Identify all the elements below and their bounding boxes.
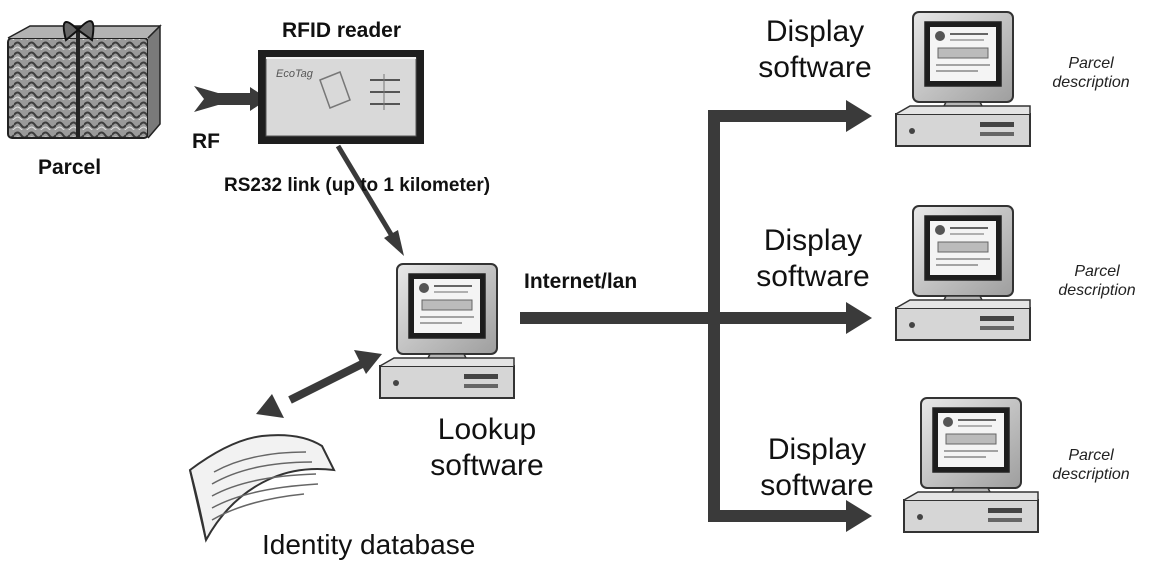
database-link-arrow xyxy=(256,350,382,418)
parcel-description-line2: description xyxy=(1058,282,1136,299)
rf-arrow xyxy=(194,86,268,112)
lookup-computer-icon xyxy=(379,263,515,399)
rf-label: RF xyxy=(192,130,220,153)
internet-lan-label: Internet/lan xyxy=(524,270,638,293)
parcel-icon xyxy=(7,20,162,139)
lookup-software-line1: Lookup xyxy=(437,413,537,446)
reader-brand-label: EcoTag xyxy=(276,68,313,80)
rs232-link-arrow xyxy=(335,144,404,256)
parcel-description-line1: Parcel xyxy=(1068,447,1114,464)
rfid-reader-device xyxy=(258,50,424,144)
display-software-title-line1: Display xyxy=(767,433,867,466)
parcel-label: Parcel xyxy=(38,156,102,179)
identity-database-label: Identity database xyxy=(262,529,476,560)
rs232-link-label: RS232 link (up to 1 kilometer) xyxy=(224,175,491,196)
parcel-description-3: Parcel description xyxy=(1036,446,1146,484)
display-software-label-2: Display software xyxy=(738,223,888,295)
display-computer-icon-2 xyxy=(895,205,1031,341)
lookup-software-label: Lookup software xyxy=(412,412,562,484)
parcel-description-line1: Parcel xyxy=(1074,263,1120,280)
network-lines xyxy=(520,100,872,532)
identity-database-icon xyxy=(188,434,336,543)
parcel-description-2: Parcel description xyxy=(1042,262,1152,300)
parcel-description-line2: description xyxy=(1052,74,1130,91)
lookup-software-line2: software xyxy=(430,449,544,482)
display-software-title-line2: software xyxy=(760,469,874,502)
display-software-label-1: Display software xyxy=(740,14,890,86)
parcel-description-1: Parcel description xyxy=(1036,54,1146,92)
display-software-title-line1: Display xyxy=(765,15,865,48)
display-computer-icon-3 xyxy=(903,397,1039,533)
display-computer-icon-1 xyxy=(895,11,1031,147)
rfid-reader-label: RFID reader xyxy=(282,19,402,42)
display-software-label-3: Display software xyxy=(742,432,892,504)
parcel-description-line2: description xyxy=(1052,466,1130,483)
display-software-title-line2: software xyxy=(758,51,872,84)
display-software-title-line1: Display xyxy=(763,224,863,257)
parcel-description-line1: Parcel xyxy=(1068,55,1114,72)
display-software-title-line2: software xyxy=(756,260,870,293)
